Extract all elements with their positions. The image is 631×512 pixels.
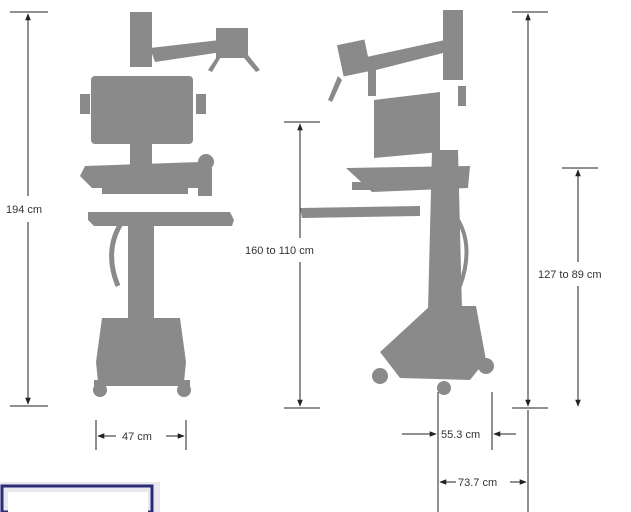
width-label: 47 cm <box>122 431 152 443</box>
partial-frame-box <box>0 482 160 512</box>
side-view-cart-silhouette <box>300 10 494 395</box>
side-overall-height-dimension <box>512 11 548 409</box>
keyboard-range-dimension <box>284 121 320 409</box>
keyboard-range-label: 160 to 110 cm <box>245 245 314 257</box>
base-depth-dimension <box>402 392 516 512</box>
base-depth-label: 55.3 cm <box>441 429 480 441</box>
worksurface-range-dimension <box>562 167 598 407</box>
worksurface-range-label: 127 to 89 cm <box>538 269 602 281</box>
width-dimension-47 <box>95 420 187 450</box>
overall-depth-dimension <box>439 410 529 512</box>
height-dimension-194 <box>10 11 48 407</box>
front-view-cart-silhouette <box>80 12 260 397</box>
height-label: 194 cm <box>6 204 42 216</box>
overall-depth-label: 73.7 cm <box>458 477 497 489</box>
